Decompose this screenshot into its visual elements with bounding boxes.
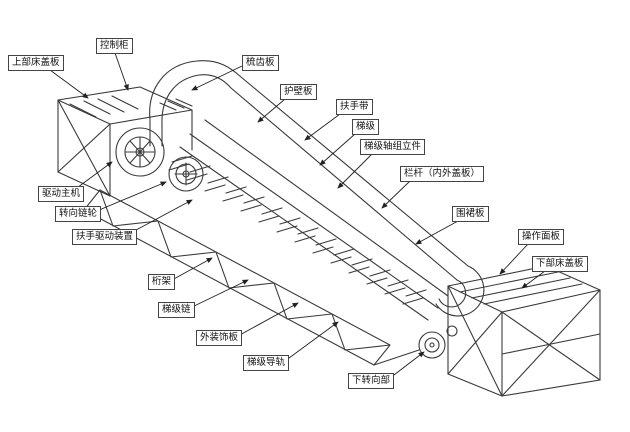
handrail-loop [149,60,485,317]
label-control-cabinet: 控制柜 [96,38,133,54]
leader-step [319,133,356,166]
leader-step-guide-rail [284,321,339,362]
leader-lines [49,52,546,379]
balustrade-panels [179,119,449,321]
label-step-chain: 梯级链 [158,302,195,318]
label-step: 梯级 [352,119,380,135]
label-handrail-belt: 扶手带 [336,99,373,115]
lower-turnaround-shape [373,325,458,366]
label-upper-floor-cover: 上部床盖板 [8,55,64,71]
label-truss: 桁架 [148,274,176,290]
label-lower-floor-cover: 下部床盖板 [532,256,588,272]
leader-comb-plate [191,65,243,91]
leader-upper-floor-cover [49,69,89,99]
label-lower-turnaround: 下转向部 [348,373,395,389]
drive-sprockets [115,127,204,192]
leader-operation-panel [499,243,529,275]
leader-balustrade-covers [381,180,411,209]
comb-plate-shape [159,98,193,111]
label-operation-panel: 操作面板 [518,229,565,245]
label-step-axle-assembly: 梯级轴组立件 [360,139,426,155]
lower-landing [447,265,601,397]
label-comb-plate: 梳齿板 [242,55,279,71]
leader-step-chain [189,279,249,309]
leader-lower-floor-cover [521,270,546,289]
label-exterior-panel: 外装饰板 [196,330,243,346]
label-step-guide-rail: 梯级导轨 [243,355,290,371]
steps [168,155,427,305]
label-drive-machine: 驱动主机 [38,186,85,202]
leader-turning-sprocket [91,181,167,214]
label-turning-sprocket: 转向链轮 [55,206,102,222]
leader-control-cabinet [114,52,129,91]
label-skirt-panel: 围裙板 [452,206,489,222]
leader-handrail-belt [304,113,341,141]
leader-exterior-panel [237,302,299,337]
label-interior-panel: 护壁板 [280,84,317,100]
label-balustrade-covers: 栏杆（内外盖板） [400,166,485,182]
upper-machine-room [57,86,193,197]
leader-step-axle-assembly [337,153,373,189]
leader-truss [171,257,213,281]
label-handrail-drive: 扶手驱动装置 [72,229,138,245]
leader-interior-panel [257,98,286,123]
leader-lower-turnaround [389,351,425,379]
leader-skirt-panel [415,220,459,245]
